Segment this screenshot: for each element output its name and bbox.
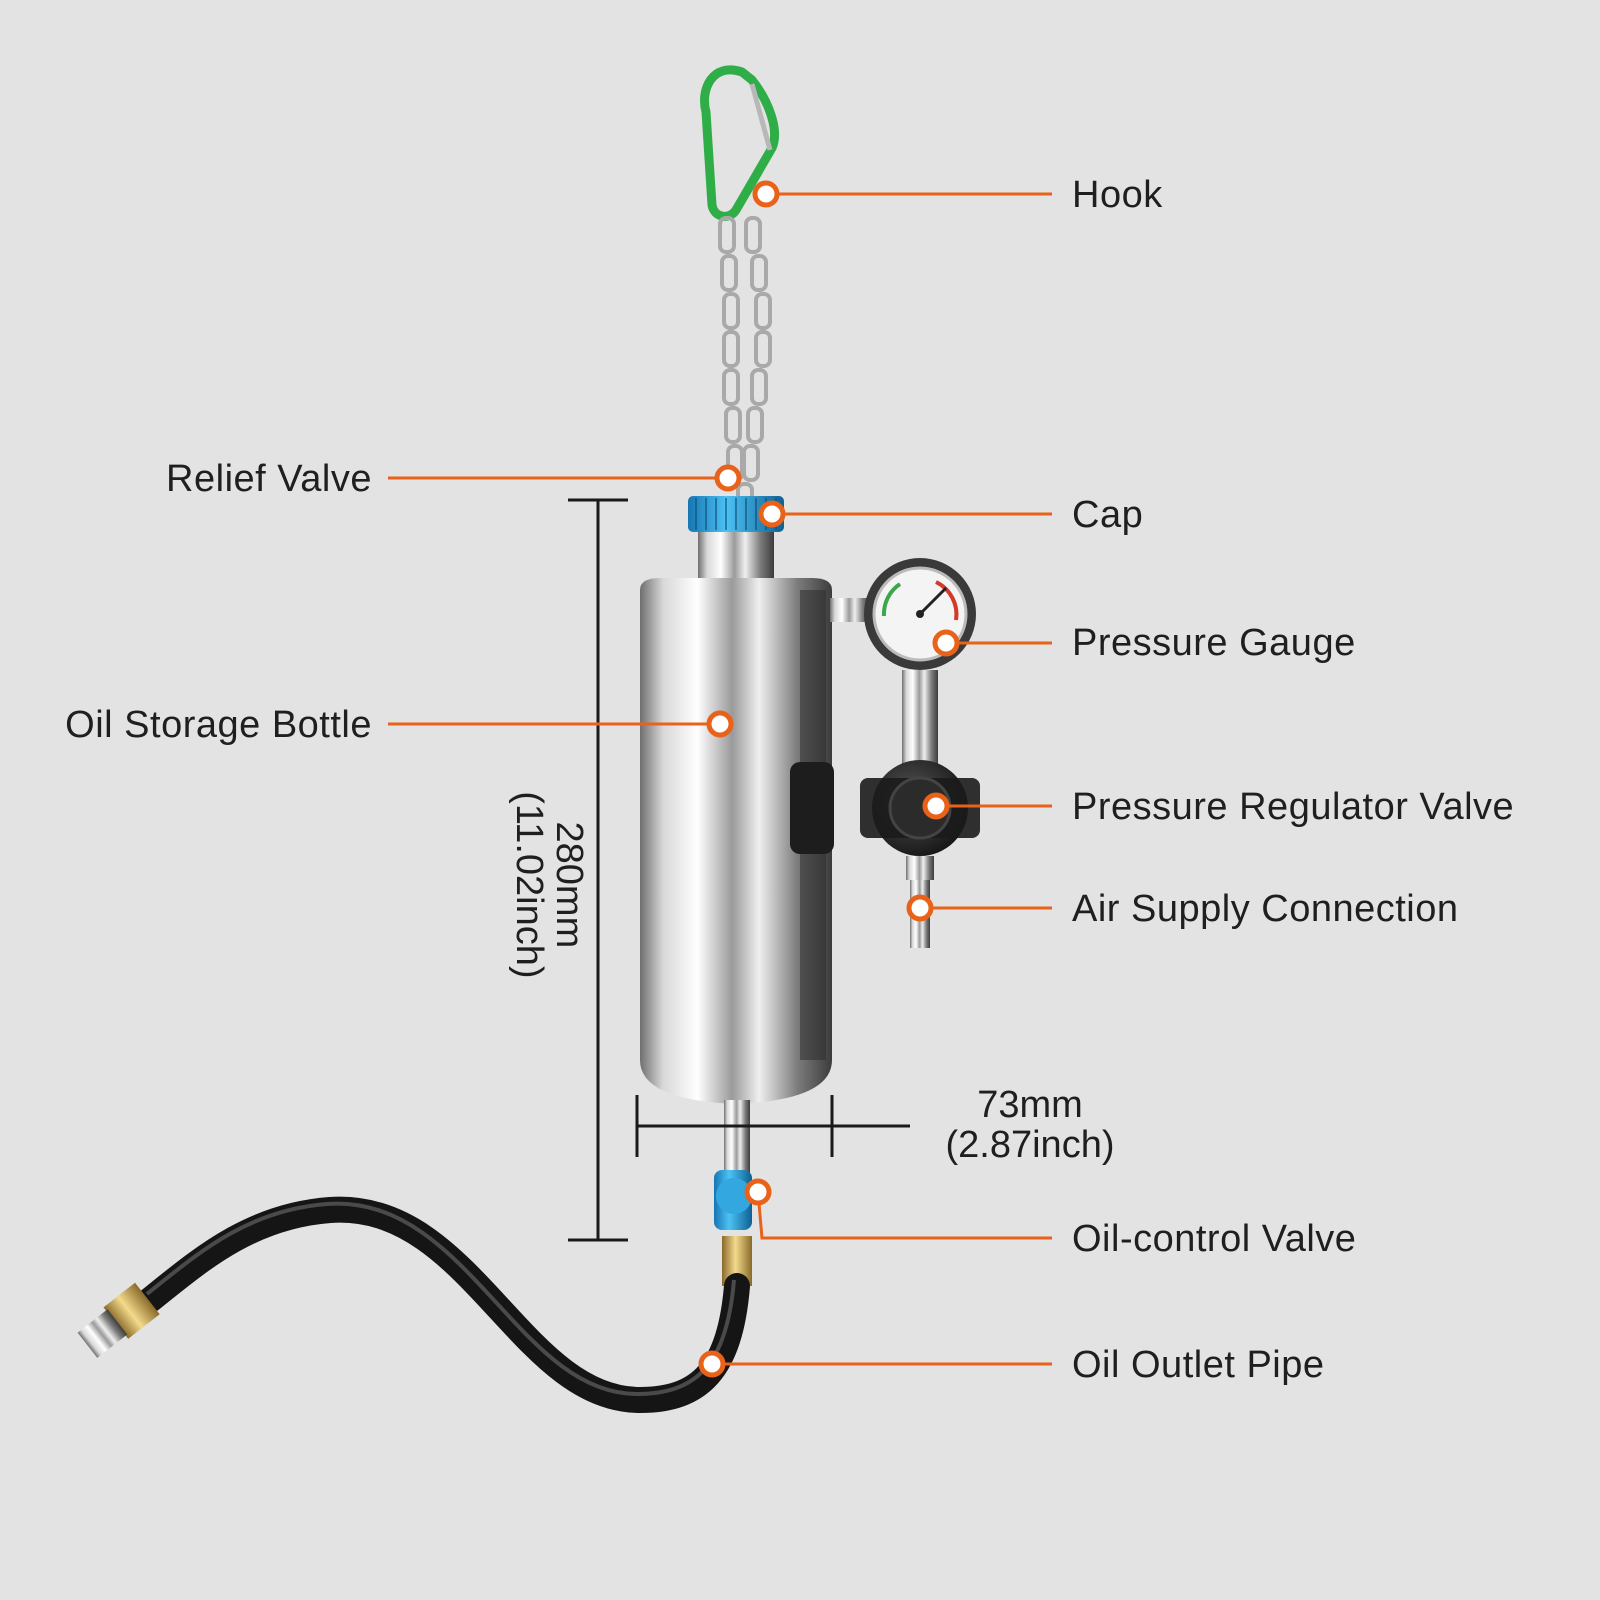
gauge-assembly-graphic — [830, 558, 980, 948]
width-dimension-line — [635, 1095, 910, 1157]
label-oil-outlet-pipe: Oil Outlet Pipe — [1072, 1344, 1325, 1386]
label-hook: Hook — [1072, 174, 1163, 216]
width-inch: (2.87inch) — [945, 1123, 1115, 1166]
hook-graphic — [700, 65, 780, 221]
label-oil-storage-bottle: Oil Storage Bottle — [65, 704, 372, 746]
width-dimension-label: 73mm (2.87inch) — [920, 1084, 1140, 1166]
label-relief-valve: Relief Valve — [166, 458, 372, 500]
outlet-graphic — [77, 1100, 752, 1414]
callout-dots — [698, 180, 960, 1378]
label-oil-control-valve: Oil-control Valve — [1072, 1218, 1357, 1260]
bottle-graphic — [640, 578, 834, 1104]
height-mm: 280mm — [547, 821, 590, 949]
callout-lines — [388, 192, 1052, 1366]
height-dimension-line — [568, 498, 628, 1242]
label-pressure-gauge: Pressure Gauge — [1072, 622, 1356, 664]
label-cap: Cap — [1072, 494, 1144, 536]
label-pressure-regulator-valve: Pressure Regulator Valve — [1072, 786, 1515, 828]
height-dimension-label: 280mm (11.02inch) — [508, 705, 590, 1065]
height-inch: (11.02inch) — [508, 791, 550, 979]
width-mm: 73mm — [977, 1084, 1083, 1126]
cap-graphic — [688, 496, 784, 580]
label-air-supply-connection: Air Supply Connection — [1072, 888, 1459, 930]
